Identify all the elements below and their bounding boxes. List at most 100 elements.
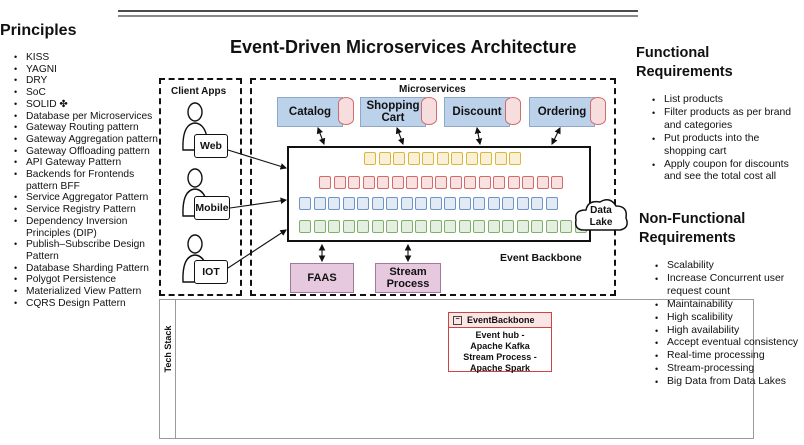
event-square [451,152,463,165]
event-square [333,176,346,189]
page-title: Event-Driven Microservices Architecture [230,37,577,57]
list-item: Stream-processing [653,363,801,376]
event-square [415,197,427,210]
event-square [429,197,442,210]
client-apps-label: Client Apps [171,86,227,97]
faas-service: FAAS [290,263,354,293]
list-item: YAGNI [14,64,164,76]
event-square [516,220,529,233]
event-square [386,197,398,210]
event-backbone-card-title: EventBackbone [467,315,535,325]
event-square [551,176,563,189]
event-square [444,220,456,233]
event-square [560,220,572,233]
event-square [420,176,433,189]
event-square [429,220,442,233]
event-square [464,176,476,189]
functional-heading: Functional Requirements [636,45,733,80]
event-square [435,176,447,189]
list-item: List products [650,94,802,107]
event-square [386,220,398,233]
event-square [362,176,375,189]
tech-line: Apache Kafka [470,341,530,351]
event-square [393,152,405,165]
list-item: Publish–Subscribe Design Pattern [14,239,164,262]
event-square [378,152,391,165]
list-item: SOLID ✤ [14,99,164,111]
event-square [478,176,491,189]
event-square [371,197,384,210]
event-backbone-card: − EventBackbone Event hub - Apache Kafka… [448,312,552,373]
event-square [299,197,311,210]
list-item: CQRS Design Pattern [14,298,164,310]
event-square [371,220,384,233]
event-square [502,197,514,210]
stream-process-service: Stream Process [375,263,441,293]
tech-stack-label: Tech Stack [163,325,173,373]
event-square [502,220,514,233]
event-square [509,152,521,165]
event-square [449,176,462,189]
event-square [494,152,507,165]
list-item: Materialized View Pattern [14,286,164,298]
event-square [545,197,558,210]
shopping-cart-service: Shopping Cart [360,97,426,127]
nonfunctional-list: Scalability Increase Concurrent user req… [653,260,801,389]
tech-line: Stream Process - [463,352,537,362]
event-backbone [287,146,591,242]
database-icon [338,97,354,125]
event-square [436,152,449,165]
event-square [313,220,326,233]
event-square [465,152,478,165]
web-device: Web [194,134,228,158]
event-square [328,197,340,210]
event-square [328,220,340,233]
list-item: DRY [14,75,164,87]
list-item: SoC [14,87,164,99]
list-item: Gateway Offloading pattern [14,146,164,158]
list-item: Database per Microservices [14,111,164,123]
event-square [507,176,520,189]
event-square [299,220,311,233]
event-square [342,220,355,233]
functional-list: List products Filter products as per bra… [650,94,802,184]
principles-heading: Principles [0,22,77,39]
nonfunctional-heading: Non-Functional Requirements [639,211,746,246]
event-square [473,197,485,210]
event-square [522,176,534,189]
list-item: Polygot Persistence [14,274,164,286]
minus-square-icon[interactable]: − [453,315,462,325]
event-square [377,176,389,189]
event-square [531,220,543,233]
top-rule [118,10,638,17]
event-square [357,220,369,233]
event-square [493,176,505,189]
data-lake-label: Data Lake [589,205,613,228]
event-square [473,220,485,233]
event-square [536,176,549,189]
cloud-icon [574,199,628,231]
event-square [458,220,471,233]
event-square [487,197,500,210]
event-square [319,176,331,189]
event-backbone-label: Event Backbone [500,252,582,264]
discount-service: Discount [444,97,510,127]
list-item: Gateway Routing pattern [14,122,164,134]
ordering-service: Ordering [529,97,595,127]
event-square [458,197,471,210]
list-item: High availability [653,325,801,338]
list-item: Dependency Inversion Principles (DIP) [14,216,164,239]
list-item: Apply coupon for discounts and see the t… [650,159,802,185]
list-item: Maintainability [653,299,801,312]
iot-device: IOT [194,260,228,284]
list-item: Real-time processing [653,350,801,363]
list-item: Big Data from Data Lakes [653,376,801,389]
principles-list: KISS YAGNI DRY SoC SOLID ✤ Database per … [14,52,164,309]
list-item: Increase Concurrent user request count [653,273,801,299]
list-item: KISS [14,52,164,64]
list-item: Database Sharding Pattern [14,263,164,275]
event-square [364,152,376,165]
microservices-box: Microservices [250,78,616,296]
mobile-device: Mobile [194,196,230,220]
